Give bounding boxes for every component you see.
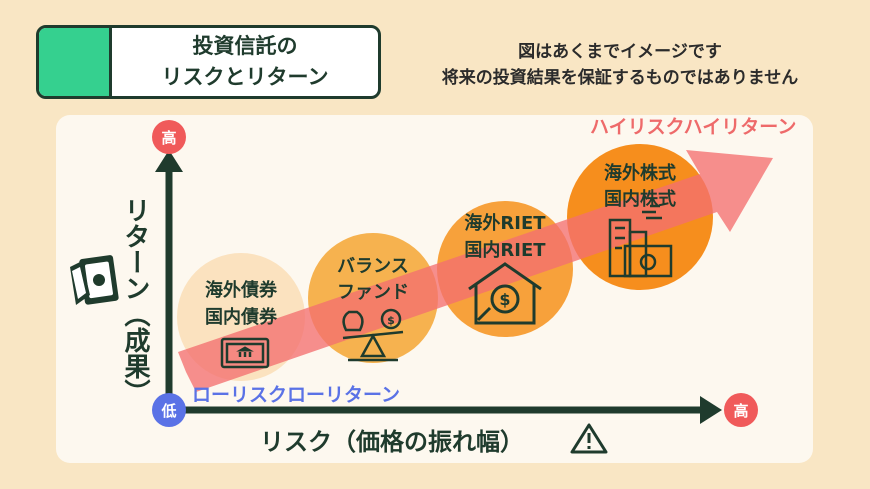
x-high-badge — [724, 393, 758, 427]
y-high-badge — [152, 120, 186, 154]
bank-bill-icon — [220, 337, 270, 369]
x-axis — [169, 396, 722, 424]
reit-label-line1: 海外RIET — [464, 212, 546, 234]
bonds-label-line2: 国内債券 — [205, 306, 278, 328]
title-accent-block — [39, 28, 112, 96]
low-risk-low-return-label: ローリスクローリターン — [192, 384, 400, 406]
stocks-label-line1: 海外株式 — [604, 162, 676, 184]
bonds-label-line1: 海外債券 — [205, 279, 278, 301]
balance-scale-icon: $ — [342, 308, 404, 362]
origin-label: 低 — [160, 402, 176, 420]
balance-label-line1: バランス — [337, 256, 409, 277]
stocks-label-line2: 国内株式 — [604, 188, 676, 210]
buildings-icon — [608, 204, 673, 278]
svg-text:$: $ — [387, 314, 395, 327]
house-dollar-icon: $ — [468, 262, 542, 325]
y-high-label: 高 — [161, 129, 176, 147]
high-risk-high-return-label: ハイリスクハイリターン — [590, 116, 796, 138]
page-title-line2: リスクとリターン — [161, 65, 329, 89]
page-title-line1: 投資信託の — [192, 34, 298, 58]
x-high-label: 高 — [733, 402, 748, 420]
page-title: 投資信託の リスクとリターン — [112, 28, 378, 96]
disclaimer-line1: 図はあくまでイメージです — [518, 42, 722, 62]
balance-label-line2: ファンド — [337, 282, 409, 303]
svg-text:$: $ — [499, 290, 510, 309]
hand-cash-icon — [70, 255, 119, 305]
reit-label-line2: 国内RIET — [464, 239, 546, 261]
origin-badge — [152, 393, 186, 427]
disclaimer-line2: 将来の投資結果を保証するものではありません — [441, 68, 799, 88]
title-box: 投資信託の リスクとリターン — [36, 25, 381, 99]
x-axis-label: リスク（価格の振れ幅） — [260, 428, 524, 456]
risk-return-arrow — [178, 150, 773, 392]
y-axis-label: リターン（成果） — [120, 197, 150, 405]
warning-icon — [570, 423, 608, 454]
y-axis — [155, 150, 183, 410]
